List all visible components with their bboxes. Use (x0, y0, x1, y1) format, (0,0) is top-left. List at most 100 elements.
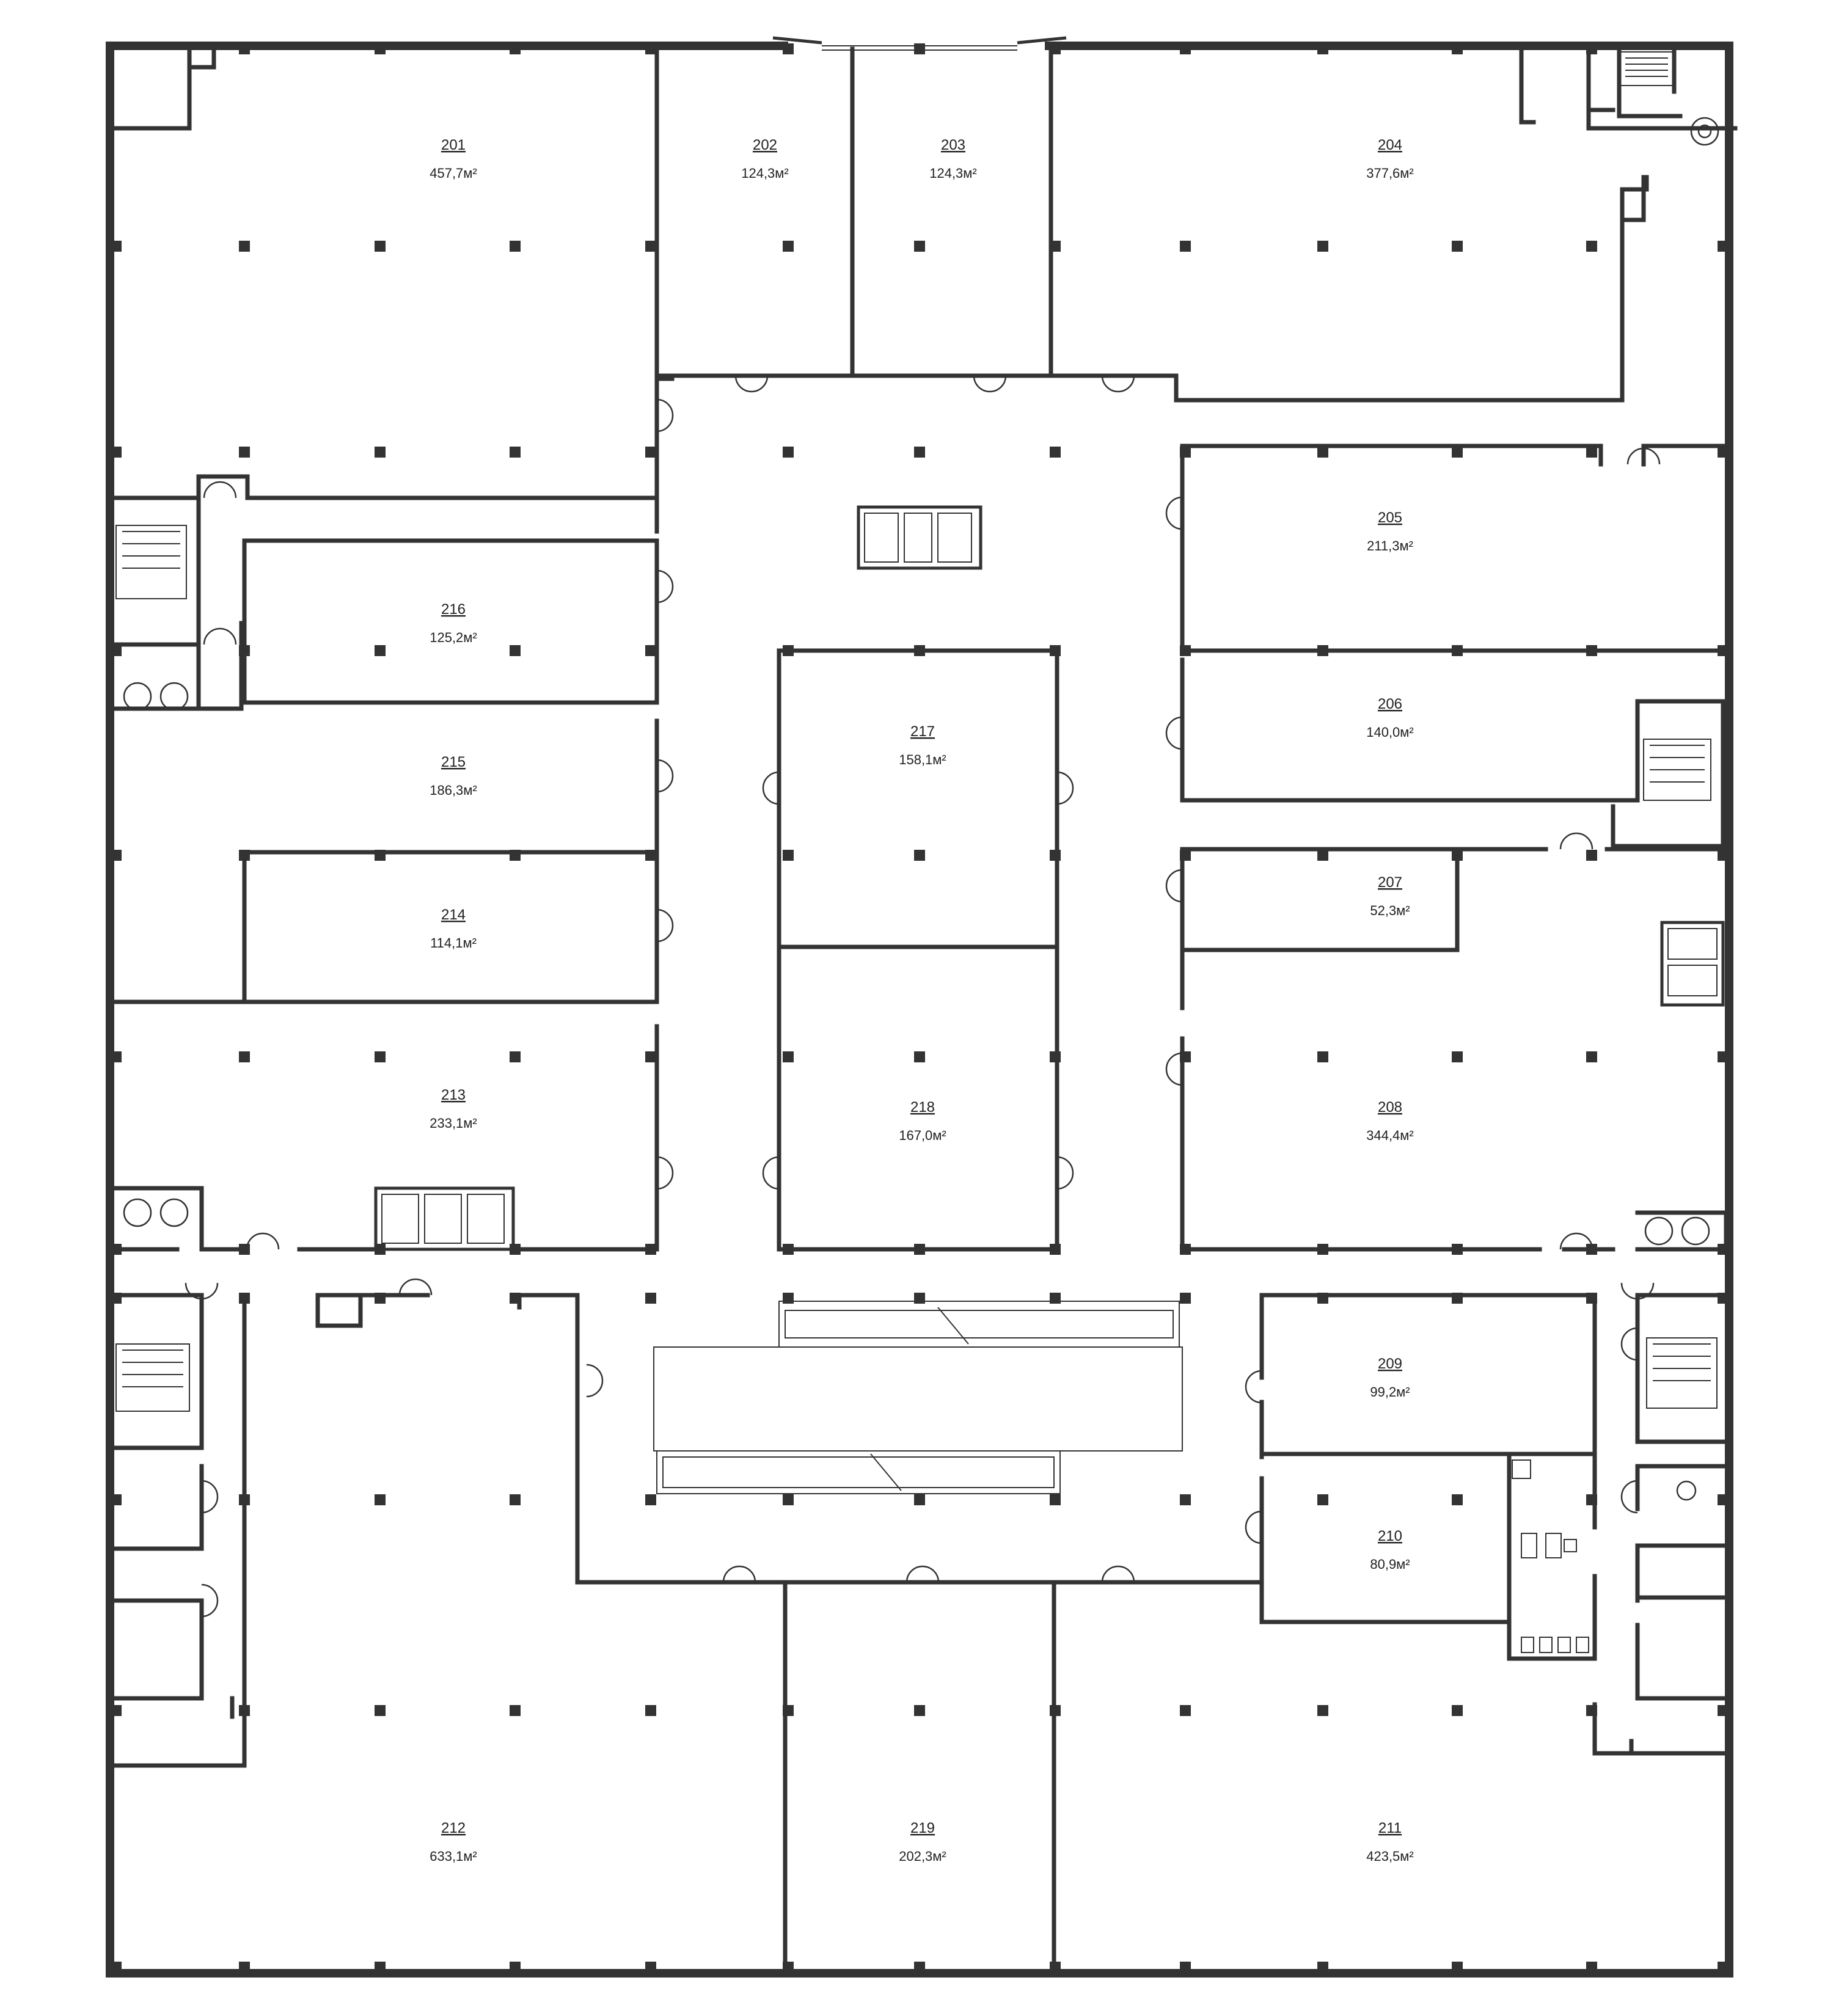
structural-column (111, 1244, 122, 1255)
elevator-icon (857, 505, 982, 570)
structural-column (1050, 241, 1061, 252)
structural-column (1452, 447, 1463, 458)
room-label-208: 208 344,4м² (1366, 1099, 1414, 1143)
structural-column (783, 1962, 794, 1973)
structural-column (1718, 1705, 1729, 1716)
structural-column (510, 1962, 521, 1973)
structural-column (239, 1293, 250, 1304)
door-swing (656, 1156, 674, 1190)
structural-column (1718, 850, 1729, 861)
room-area: 423,5м² (1366, 1849, 1414, 1864)
room-area: 99,2м² (1370, 1384, 1410, 1400)
door-swing (734, 375, 769, 393)
room-area: 344,4м² (1366, 1128, 1414, 1143)
room-number: 213 (441, 1087, 466, 1103)
room-area: 140,0м² (1366, 725, 1414, 740)
door-swing (201, 1583, 219, 1618)
structural-column (111, 1494, 122, 1505)
structural-column (783, 241, 794, 252)
structural-column (1317, 1244, 1328, 1255)
structural-column (1452, 1293, 1463, 1304)
structural-column (645, 241, 656, 252)
structural-column (375, 1293, 386, 1304)
structural-column (1317, 1962, 1328, 1973)
room-number: 214 (441, 907, 466, 923)
structural-column (914, 241, 925, 252)
structural-column (783, 447, 794, 458)
structural-column (1050, 850, 1061, 861)
structural-column (1452, 1705, 1463, 1716)
structural-column (1452, 850, 1463, 861)
structural-column (239, 1962, 250, 1973)
exterior-wall (106, 42, 1733, 1978)
structural-column (1718, 1051, 1729, 1062)
structural-column (111, 43, 1729, 1973)
door-swing (906, 1565, 940, 1583)
room-number: 201 (441, 137, 466, 153)
wheelchair-icon (123, 682, 189, 711)
room-area: 167,0м² (899, 1128, 946, 1143)
structural-column (375, 1705, 386, 1716)
structural-column (783, 1705, 794, 1716)
structural-column (1718, 241, 1729, 252)
staircase-icon (115, 1343, 190, 1412)
structural-column (375, 645, 386, 656)
structural-column (111, 1705, 122, 1716)
structural-column (1180, 1494, 1191, 1505)
door-swing (398, 1278, 433, 1296)
room-area: 377,6м² (1366, 166, 1414, 181)
structural-column (239, 1705, 250, 1716)
room-number: 208 (1378, 1099, 1402, 1116)
structural-column (1317, 645, 1328, 656)
structural-column (1180, 1293, 1191, 1304)
structural-column (645, 850, 656, 861)
room-area: 457,7м² (430, 166, 477, 181)
structural-column (111, 447, 122, 458)
structural-column (1586, 43, 1597, 54)
structural-column (914, 1494, 925, 1505)
door-swing (656, 908, 674, 943)
structural-column (1180, 1705, 1191, 1716)
structural-column (239, 1494, 250, 1505)
structural-column (1586, 1051, 1597, 1062)
structural-column (914, 850, 925, 861)
structural-column (1317, 43, 1328, 54)
door-swing (185, 1282, 219, 1300)
structural-column (375, 43, 386, 54)
structural-column (1050, 1705, 1061, 1716)
structural-column (1050, 447, 1061, 458)
structural-column (111, 850, 122, 861)
structural-column (1317, 850, 1328, 861)
structural-column (239, 1244, 250, 1255)
room-number: 215 (441, 754, 466, 770)
structural-column (645, 1494, 656, 1505)
structural-column (239, 645, 250, 656)
door-swing (973, 375, 1007, 393)
structural-column (1050, 1244, 1061, 1255)
structural-column (1586, 1705, 1597, 1716)
structural-column (1452, 1244, 1463, 1255)
room-number: 203 (941, 137, 965, 153)
structural-column (239, 850, 250, 861)
room-area: 114,1м² (430, 935, 477, 951)
staircase-icon (115, 525, 187, 599)
room-label-201: 201 457,7м² (430, 137, 477, 181)
structural-column (510, 447, 521, 458)
door-swing (656, 569, 674, 604)
staircase-icon (1643, 739, 1711, 801)
structural-column (645, 1293, 656, 1304)
structural-column (645, 1244, 656, 1255)
structural-column (375, 1962, 386, 1973)
structural-column (1452, 43, 1463, 54)
room-area: 158,1м² (899, 752, 946, 767)
structural-column (914, 447, 925, 458)
structural-column (375, 850, 386, 861)
structural-column (914, 43, 925, 54)
structural-column (1050, 43, 1061, 54)
structural-column (1050, 1962, 1061, 1973)
room-area: 52,3м² (1370, 903, 1410, 918)
